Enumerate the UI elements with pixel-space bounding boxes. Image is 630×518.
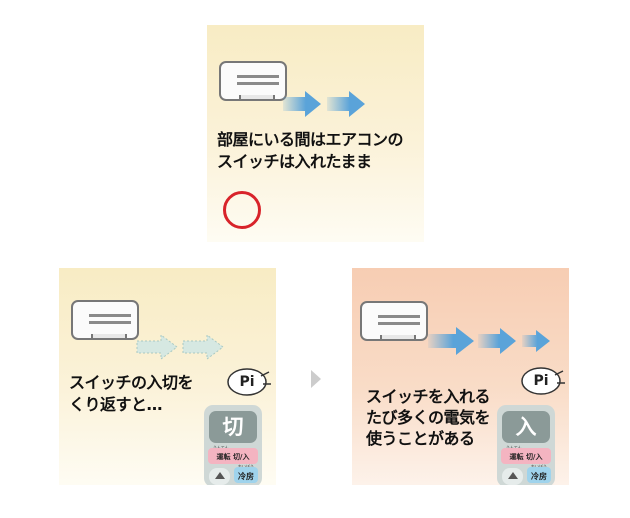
strong-airflow-arrows-icon — [428, 327, 550, 355]
panel-power-surge: スイッチを入れる たび多くの電気を 使うことがある Pi 入 うんてん 運転 切… — [352, 268, 569, 485]
pi-sound-bubble: Pi — [521, 367, 567, 397]
faint-airflow-arrows-icon — [136, 334, 224, 360]
off-button: 切 — [209, 411, 257, 443]
cooling-button: 冷房 — [234, 467, 258, 483]
airflow-arrows-icon — [283, 91, 365, 117]
power-label: 運転 切/入 — [501, 448, 551, 464]
arrow-up-icon — [502, 468, 523, 485]
caption: スイッチを入れる たび多くの電気を 使うことがある — [366, 387, 491, 448]
air-conditioner-icon — [71, 300, 139, 340]
pi-sound-bubble: Pi — [227, 368, 273, 398]
air-conditioner-icon — [219, 61, 287, 101]
power-label: 運転 切/入 — [208, 448, 258, 464]
next-step-chevron-icon — [311, 370, 321, 388]
on-button: 入 — [502, 411, 550, 443]
ok-circle-icon — [223, 191, 261, 229]
panel-toggle-repeat: スイッチの入切を くり返すと… Pi 切 うんてん 運転 切/入 れいぼう 冷房 — [59, 268, 276, 485]
cooling-button: 冷房 — [527, 467, 551, 483]
caption: 部屋にいる間はエアコンの スイッチは入れたまま — [217, 130, 404, 171]
arrow-up-icon — [209, 468, 230, 485]
caption: スイッチの入切を くり返すと… — [69, 373, 194, 414]
remote-control: 入 うんてん 運転 切/入 れいぼう 冷房 — [497, 405, 555, 485]
air-conditioner-icon — [360, 301, 428, 341]
panel-keep-on: 部屋にいる間はエアコンの スイッチは入れたまま — [207, 25, 424, 242]
remote-control: 切 うんてん 運転 切/入 れいぼう 冷房 — [204, 405, 262, 485]
